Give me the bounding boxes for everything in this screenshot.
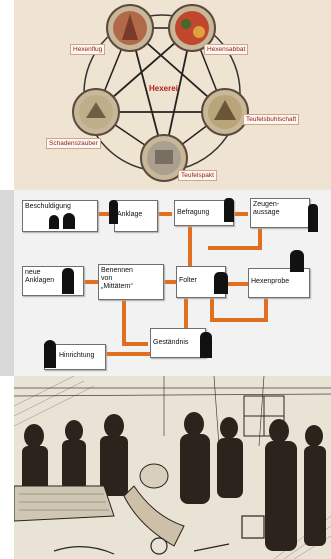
silhouette-witness-icon [308, 204, 318, 232]
medallion-teufelspakt [140, 134, 188, 182]
medallion-hexenflug [106, 4, 154, 52]
arrow-befragung-folter [188, 226, 192, 266]
silhouette-accused-icon [63, 213, 75, 229]
box-benennen: Benennen von „Mittätern“ [98, 264, 164, 300]
silhouette-accuser-icon [49, 215, 59, 229]
label-befragung: Befragung [177, 209, 210, 216]
arrow-zeugen-loop-back [208, 246, 262, 250]
arrow-benennen-down [122, 300, 126, 344]
label-benennen-3: „Mittätern“ [101, 283, 133, 290]
label-neue-2: Anklagen [25, 277, 55, 284]
arrow-folter-hexenprobe [226, 282, 248, 286]
arrow-anklage-befragung [158, 212, 172, 216]
arrow-folter-gestaendnis [184, 298, 188, 328]
arrow-beschuldigung-anklage [97, 212, 111, 216]
label-neue-1: neue [25, 269, 41, 276]
box-hexenprobe: Hexenprobe [248, 268, 310, 298]
label-folter: Folter [179, 277, 197, 284]
box-zeugenaussage: Zeugen- aussage [250, 198, 310, 228]
node-label-teufelspakt: Teufelspakt [178, 170, 217, 181]
arrow-benennen-neue [84, 280, 98, 284]
pentagram-graphic [72, 4, 249, 182]
silhouette-interrogator-icon [224, 198, 234, 222]
label-anklage: Anklage [117, 211, 143, 218]
silhouette-new-accused-icon [62, 268, 74, 294]
box-anklage: Anklage [114, 200, 158, 232]
node-label-schadenszauber: Schadenszauber [46, 138, 101, 149]
medallion-teufelsbuhlschaft [201, 88, 249, 136]
box-gestaendnis: Geständnis [150, 328, 206, 358]
arrow-befragung-zeugen [234, 212, 248, 216]
arrow-folter-benennen [164, 280, 176, 284]
label-hexenprobe: Hexenprobe [251, 278, 290, 285]
node-label-hexensabbat: Hexensabbat [204, 44, 249, 55]
left-gray-block [0, 190, 14, 376]
arrow-hexenprobe-loop-down [264, 298, 268, 322]
engraving-panel [14, 376, 331, 559]
label-zeugen-2: aussage [253, 209, 280, 216]
silhouette-witch-icon [290, 250, 304, 272]
silhouette-executioner-icon [44, 340, 56, 368]
node-label-hexenflug: Hexenflug [70, 44, 106, 55]
box-beschuldigung: Beschuldigung [22, 200, 98, 232]
silhouette-confessor-icon [200, 332, 212, 358]
box-neue-anklagen: neue Anklagen [22, 266, 84, 296]
medallion-schadenszauber [72, 88, 120, 136]
pentagram-panel: Hexerei Hexenflug Hexensabbat Teufelsbuh… [14, 0, 331, 190]
silhouette-torturer-icon [214, 272, 228, 294]
arrow-hexenprobe-loop-back [214, 318, 268, 322]
label-zeugen-1: Zeugen- [253, 201, 280, 208]
medallion-hexensabbat [168, 4, 216, 52]
label-beschuldigung: Beschuldigung [25, 203, 71, 210]
node-label-teufelsbuhlschaft: Teufelsbuhlschaft [243, 114, 300, 125]
label-hinrichtung: Hinrichtung [59, 352, 95, 359]
label-benennen-1: Benennen [101, 267, 133, 274]
flowchart-panel: Beschuldigung Anklage Befragung Zeugen- … [14, 190, 331, 376]
pentagram-center-label: Hexerei [149, 84, 178, 93]
torture-engraving-image [14, 376, 331, 559]
silhouette-judge-icon [109, 200, 118, 224]
arrow-to-gestaendnis [122, 342, 148, 346]
arrow-zeugen-loop-down [258, 226, 262, 248]
label-benennen-2: von [101, 275, 113, 282]
arrow-loop-up-folter [210, 298, 214, 322]
label-gestaendnis: Geständnis [153, 339, 189, 346]
arrow-gestaendnis-hinrichtung [104, 352, 150, 356]
